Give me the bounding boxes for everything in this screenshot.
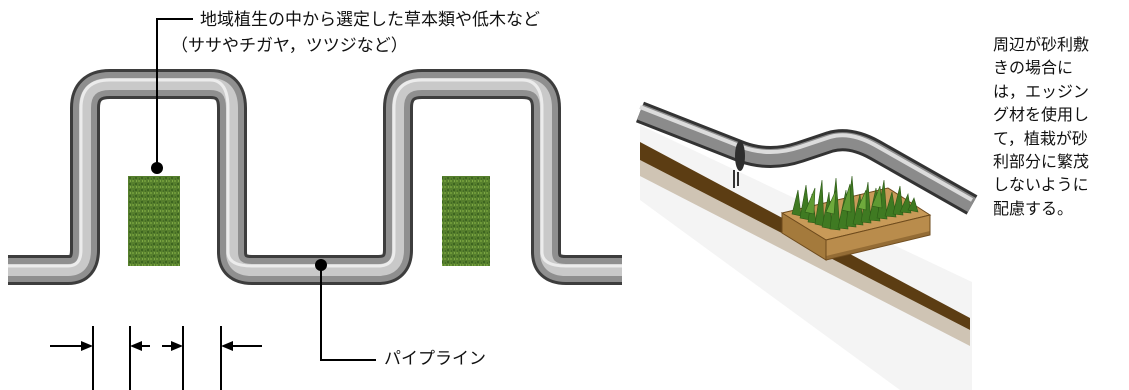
side-note-line: 利部分に繁茂	[993, 152, 1090, 172]
pipeline-label: パイプライン	[384, 349, 486, 369]
side-note-line: グ材を使用し	[993, 105, 1090, 125]
side-note-line: きの場合に	[993, 58, 1074, 78]
plan-view	[8, 18, 622, 390]
pipeline	[8, 69, 622, 285]
perspective-pipe	[635, 101, 978, 215]
perspective-view	[635, 101, 978, 390]
vegetation-leader	[151, 18, 193, 174]
side-note-line: しないように	[993, 175, 1089, 195]
pipeline-leader	[315, 259, 376, 361]
grass-patch-right	[442, 176, 490, 266]
side-note-line: は，エッジン	[993, 81, 1090, 101]
perspective-grass	[791, 175, 919, 231]
side-note: 周辺が砂利敷 きの場合に は，エッジン グ材を使用し て，植栽が砂 利部分に繁茂…	[993, 33, 1123, 220]
grass-patch-left	[128, 176, 180, 266]
side-note-line: 配慮する。	[993, 198, 1074, 218]
vegetation-label-line2: （ササやチガヤ，ツツジなど）	[171, 36, 408, 56]
side-note-line: 周辺が砂利敷	[993, 35, 1090, 54]
dimension-markers	[50, 326, 262, 390]
vegetation-label-line1: 地域植生の中から選定した草本類や低木など	[200, 10, 540, 30]
side-note-line: て，植栽が砂	[993, 128, 1088, 148]
